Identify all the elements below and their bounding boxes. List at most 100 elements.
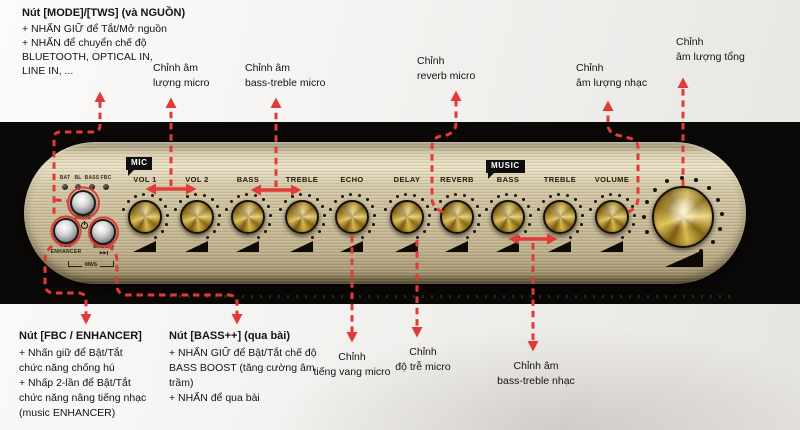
knob-scale-dot	[588, 207, 592, 211]
callout-line: Chỉnh âm	[153, 62, 198, 74]
knob-scale-dot	[694, 178, 699, 183]
knob-scale-dot	[423, 230, 427, 234]
knob-mic-bass	[231, 200, 265, 234]
power-icon	[81, 221, 88, 229]
knob-scale-dot	[173, 207, 177, 211]
knob-scale-dot	[210, 198, 214, 202]
knob-scale-dot	[536, 207, 540, 211]
knob-scale-dot	[404, 192, 408, 196]
knob-scale-dot	[489, 200, 493, 204]
knob-label-mic-delay: DELAY	[393, 175, 421, 184]
knob-mic-treble	[285, 200, 319, 234]
knob-scale-dot	[473, 230, 477, 234]
knob-scale-dot	[541, 200, 545, 204]
callout-line: + Nhấn giữ để Bật/Tắt	[19, 347, 123, 359]
knob-min-marker	[236, 241, 259, 252]
callout-title: Nút [BASS++] (qua bài)	[169, 330, 291, 342]
knob-min-marker	[496, 241, 519, 252]
knob-scale-dot	[521, 198, 525, 202]
knob-scale-dot	[438, 200, 442, 204]
knob-scale-dot	[454, 192, 458, 196]
knob-scale-dot	[716, 197, 721, 202]
mode-button	[70, 190, 96, 216]
knob-label-mic-treble: TREBLE	[285, 175, 319, 184]
callout-line: lượng micro	[153, 77, 210, 89]
knob-scale-dot	[579, 205, 582, 209]
knob-mic-echo	[335, 200, 369, 234]
knob-scale-dot	[569, 235, 573, 239]
knob-scale-dot	[161, 230, 165, 234]
knob-scale-dot	[428, 213, 432, 217]
knob-scale-dot	[524, 230, 528, 234]
knob-scale-dot	[548, 194, 552, 198]
knob-scale-dot	[322, 222, 326, 226]
knob-scale-dot	[565, 193, 569, 197]
callout-title: Nút [FBC / ENHANCER]	[19, 330, 142, 342]
knob-scale-dot	[315, 198, 319, 202]
fbc-enhancer-button	[53, 218, 79, 244]
knob-scale-dot	[185, 194, 189, 198]
callout-line: độ trễ micro	[395, 361, 451, 373]
callout-line: + NHẤN để qua bài	[169, 392, 260, 404]
knob-scale-dot	[154, 235, 158, 239]
knob-scale-dot	[202, 193, 206, 197]
knob-scale-dot	[142, 192, 146, 196]
knob-scale-dot	[321, 205, 324, 209]
mws-label: MWS	[84, 262, 98, 268]
knob-scale-dot	[307, 193, 311, 197]
knob-scale-dot	[178, 200, 182, 204]
knob-scale-dot	[368, 230, 372, 234]
knob-scale-dot	[466, 235, 470, 239]
knob-scale-dot	[340, 194, 344, 198]
knob-scale-dot	[261, 198, 265, 202]
knob-scale-dot	[433, 207, 437, 211]
knob-scale-dot	[121, 207, 125, 211]
knob-scale-dot	[707, 186, 712, 190]
callout-line: Chỉnh âm	[513, 360, 559, 372]
knob-scale-dot	[268, 222, 272, 226]
callout-line: âm lượng nhạc	[576, 77, 648, 89]
callout-mic-echo: Chỉnh tiếng vang micro	[310, 350, 394, 380]
knob-music-volume	[595, 200, 629, 234]
knob-scale-dot	[218, 213, 222, 217]
callout-line: bass-treble micro	[245, 77, 326, 89]
knob-min-marker	[290, 241, 313, 252]
knob-scale-dot	[323, 213, 327, 217]
knob-music-treble	[543, 200, 577, 234]
callout-mic-tone: Chỉnh âm bass-treble micro	[245, 61, 326, 91]
knob-scale-dot	[388, 200, 392, 204]
knob-scale-dot	[383, 207, 387, 211]
knob-music-bass	[491, 200, 525, 234]
knob-min-marker	[340, 241, 363, 252]
knob-scale-dot	[478, 213, 482, 217]
knob-label-music-volume: VOLUME	[594, 175, 630, 184]
knob-label-mic-vol1: VOL 1	[133, 175, 157, 184]
knob-scale-dot	[371, 205, 374, 209]
knob-scale-dot	[290, 194, 294, 198]
annotation-path-fbc	[43, 244, 92, 325]
highlight-ring-mode-button	[67, 186, 100, 220]
knob-scale-dot	[133, 194, 137, 198]
knob-scale-dot	[264, 230, 268, 234]
knob-scale-dot	[642, 215, 646, 219]
knob-scale-dot	[311, 235, 315, 239]
mws-bracket: MWS	[68, 259, 114, 268]
knob-scale-dot	[633, 213, 637, 217]
knob-label-music-bass: BASS	[496, 175, 520, 184]
knob-label-mic-vol2: VOL 2	[185, 175, 209, 184]
knob-scale-dot	[529, 213, 533, 217]
callout-line: tiếng vang micro	[313, 366, 391, 378]
knob-scale-dot	[527, 205, 530, 209]
callout-line: LINE IN, ...	[22, 65, 74, 77]
knob-scale-dot	[710, 240, 715, 245]
music-section-badge: MUSIC	[486, 160, 525, 179]
knob-scale-dot	[621, 235, 625, 239]
knob-scale-dot	[580, 222, 584, 226]
knob-scale-dot	[333, 200, 337, 204]
knob-scale-dot	[224, 207, 228, 211]
annotation-path-mode	[52, 91, 106, 214]
knob-scale-dot	[229, 200, 233, 204]
knob-min-marker	[445, 241, 468, 252]
led-label-bl: BL	[74, 175, 82, 181]
